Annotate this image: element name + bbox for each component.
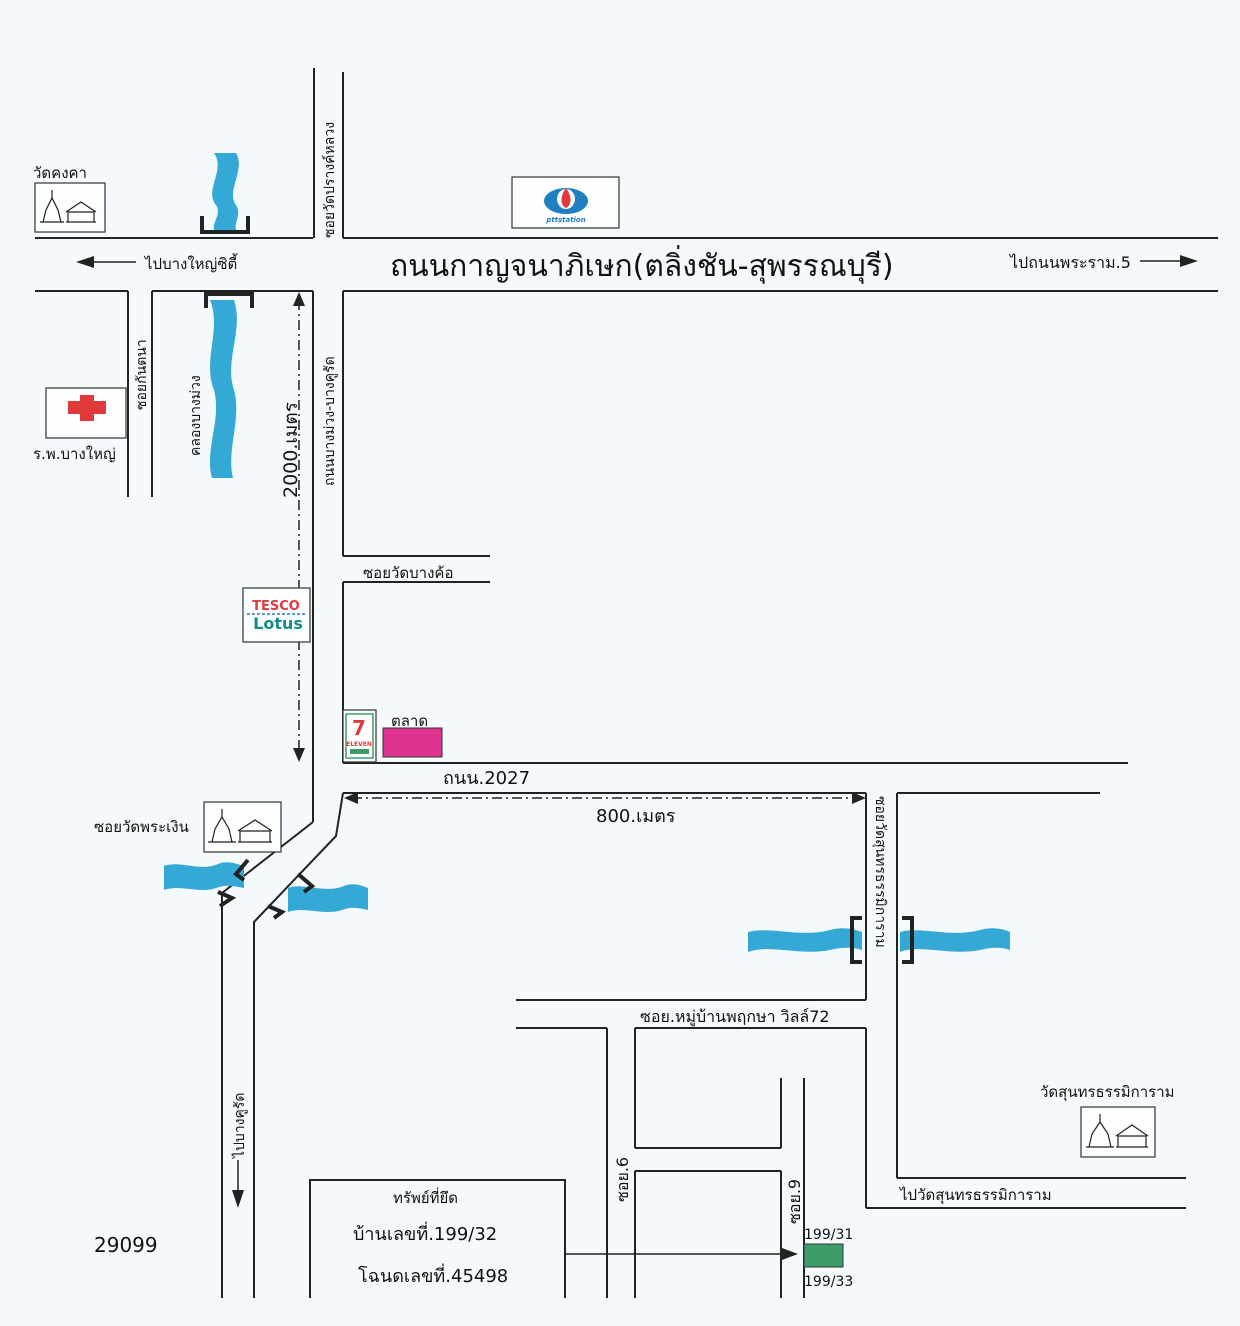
hospital-landmark — [45, 387, 127, 439]
to-rama5-label: ไปถนนพระราม.5 — [1008, 253, 1131, 272]
distance-2000-label: 2000.เมตร — [280, 402, 302, 498]
road-2027-lines — [343, 762, 1128, 794]
soi-kan-tana-label: ซอยกันตนา — [134, 339, 150, 410]
main-road-lines — [35, 237, 1218, 292]
property-deed-no: โฉนดเลขที่.45498 — [358, 1263, 508, 1287]
main-road-label: ถนนกาญจนาภิเษก(ตลิ่งชัน-สุพรรณบุรี) — [390, 245, 894, 285]
bridges — [200, 216, 914, 964]
hospital-cross-icon — [68, 395, 106, 421]
distance-800-label: 800.เมตร — [596, 806, 676, 827]
bang-muang-road-label: ถนนบางม่วง-บางคูรัด — [322, 356, 338, 486]
temple-icon — [40, 190, 97, 223]
wat-sunthon-landmark — [1080, 1106, 1156, 1158]
soi-wat-sunthon-road — [865, 793, 1186, 1209]
tesco-lotus-landmark: TESCO Lotus — [242, 587, 311, 643]
hospital-label: ร.พ.บางใหญ่ — [33, 445, 116, 463]
wat-sunthon-label: วัดสุนทรธรรมิการาม — [1040, 1083, 1175, 1102]
soi-9-label: ซอย.9 — [785, 1179, 804, 1224]
direction-arrows — [76, 255, 1198, 1208]
market-label: ตลาด — [391, 712, 428, 730]
temple-icon — [1086, 1114, 1149, 1148]
temple-icon — [208, 809, 273, 843]
soi-kan-tana-road — [127, 291, 153, 497]
tesco-text: TESCO — [252, 599, 300, 614]
property-plot — [803, 1243, 844, 1268]
ptt-station-landmark: pttstation — [511, 176, 620, 229]
seven-eleven-text: ELEVEN — [346, 741, 372, 748]
neighbor-below-label: 199/33 — [804, 1274, 853, 1290]
canals — [164, 153, 1010, 952]
canal-bang-muang-label: คลองบางม่วง — [188, 375, 204, 456]
soi-wat-sunthon-label: ซอยวัดสุนทรธรรมิการาม — [872, 796, 888, 948]
to-bang-yai-city-label: ไปบางใหญ่ซิตี้ — [144, 253, 238, 273]
ptt-logo-text: pttstation — [545, 216, 585, 224]
to-bang-kruai-label: ไปบางคูรัด — [231, 1093, 248, 1160]
property-house-no: บ้านเลขที่.199/32 — [353, 1221, 497, 1245]
soi-pruksa-road — [516, 999, 866, 1298]
document-code: 29099 — [94, 1233, 158, 1257]
distance-2000-indicator — [293, 292, 305, 762]
wat-khongkha-label: วัดคงคา — [33, 164, 87, 182]
lotus-text: Lotus — [253, 614, 303, 633]
ptt-logo-icon — [544, 188, 588, 214]
to-wat-sunthon-label: ไปวัดสุนทรธรรมิการาม — [899, 1186, 1052, 1205]
seven-eleven-logo-icon: 7 ELEVEN — [345, 713, 374, 759]
wat-phra-ngoen-landmark — [203, 801, 282, 853]
soi-wat-prang-luang-label: ซอยวัดปรางค์หลวง — [321, 122, 338, 238]
property-pointer-arrow — [566, 1248, 798, 1260]
seven-eleven-landmark: 7 ELEVEN — [342, 709, 377, 763]
soi-6-label: ซอย.6 — [613, 1157, 632, 1202]
svg-text:7: 7 — [352, 716, 366, 740]
property-title: ทรัพย์ที่ยึด — [393, 1187, 458, 1207]
distance-800-indicator — [344, 792, 866, 804]
wat-khongkha-landmark — [34, 182, 106, 233]
market-block — [382, 727, 443, 758]
wat-phra-ngoen-label: ซอยวัดพระเงิน — [94, 818, 189, 836]
soi-wat-bang-khae-label: ซอยวัดบางค้อ — [363, 564, 453, 582]
neighbor-above-label: 199/31 — [804, 1227, 853, 1243]
soi-pruksa-label: ซอย.หมู่บ้านพฤกษา วิลล์72 — [640, 1007, 830, 1027]
road-2027-label: ถนน.2027 — [443, 768, 530, 789]
property-info-box: ทรัพย์ที่ยึด บ้านเลขที่.199/32 โฉนดเลขที… — [309, 1179, 566, 1298]
soi-wat-bang-khae-road — [343, 555, 490, 583]
